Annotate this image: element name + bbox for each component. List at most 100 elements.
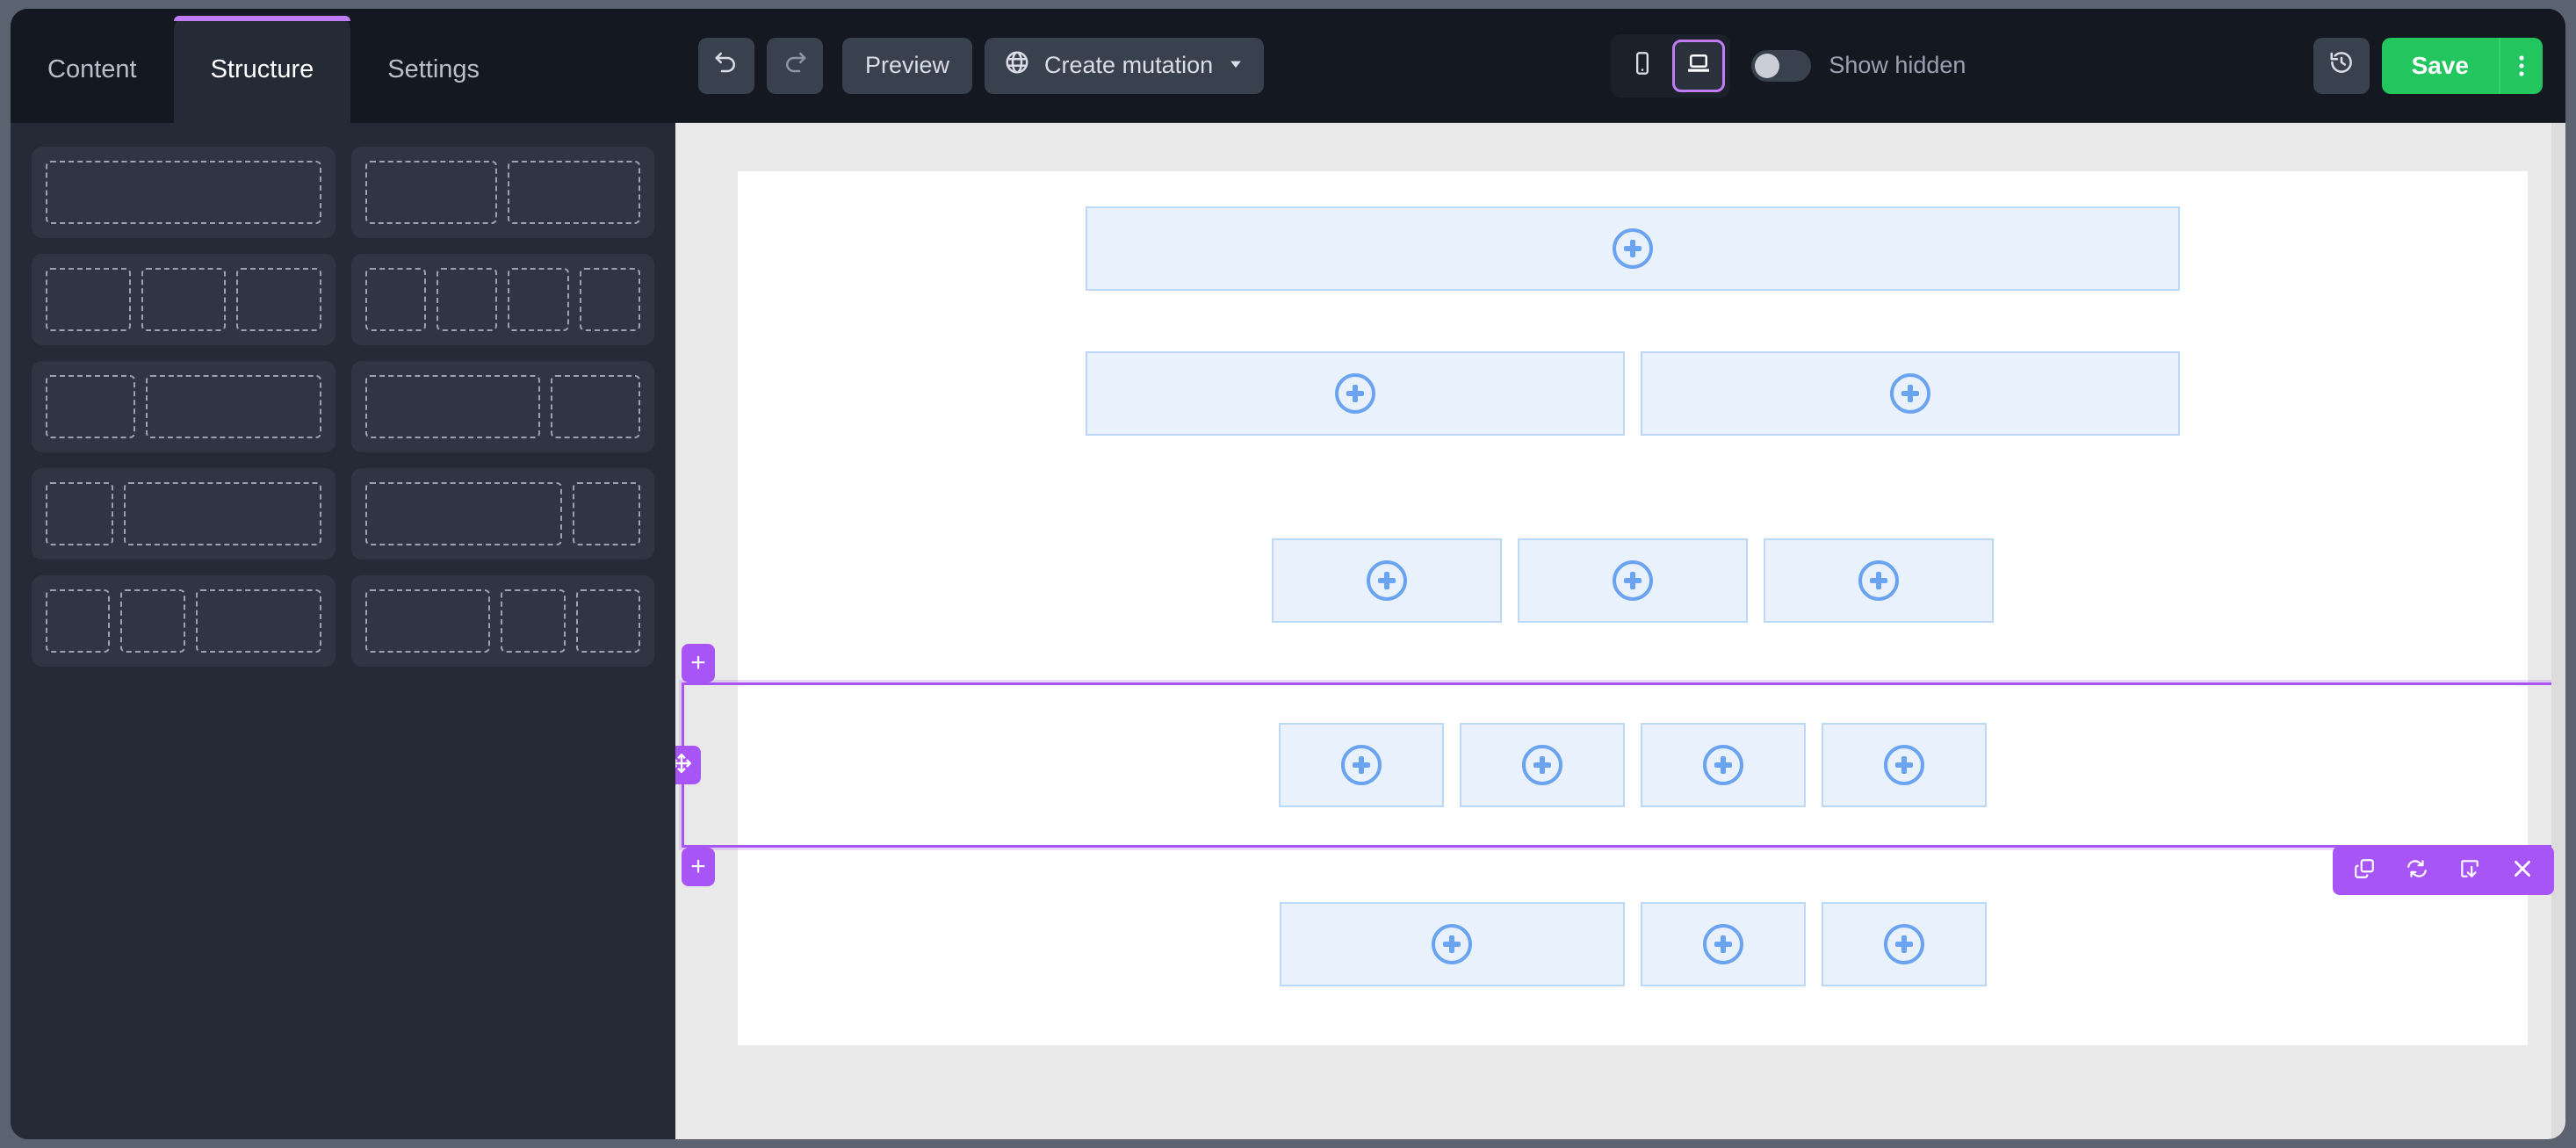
toggle-knob bbox=[1755, 53, 1780, 78]
layout-template-cell bbox=[575, 589, 640, 653]
layout-3-column-wide-narrow-narrow[interactable] bbox=[350, 575, 654, 667]
left-panel: Content Structure Settings bbox=[11, 9, 675, 1139]
dropzone[interactable] bbox=[1086, 351, 1625, 436]
layout-template-cell bbox=[364, 375, 541, 438]
dropzone[interactable] bbox=[1822, 723, 1987, 807]
tab-settings[interactable]: Settings bbox=[350, 16, 516, 123]
refresh-icon bbox=[2406, 857, 2428, 884]
plus-icon bbox=[1884, 745, 1924, 785]
plus-icon bbox=[1341, 745, 1382, 785]
redo-icon bbox=[782, 49, 808, 82]
undo-button[interactable] bbox=[698, 37, 754, 94]
plus-icon bbox=[1858, 560, 1899, 601]
save-button[interactable]: Save bbox=[2381, 37, 2544, 94]
dropzone[interactable] bbox=[1821, 902, 1987, 986]
dropzone[interactable] bbox=[1641, 351, 2180, 436]
add-row-above-handle[interactable]: + bbox=[682, 644, 715, 682]
layout-template-cell bbox=[364, 161, 498, 224]
device-desktop-button[interactable] bbox=[1672, 39, 1726, 92]
dropzone[interactable] bbox=[1764, 538, 1994, 623]
layout-2-column-narrow-wide[interactable] bbox=[32, 361, 336, 452]
page-surface[interactable]: ++ bbox=[675, 171, 2554, 1045]
tab-label: Structure bbox=[210, 54, 314, 83]
layout-template-cell bbox=[572, 482, 640, 545]
canvas-row-2[interactable] bbox=[738, 351, 2528, 436]
tab-content[interactable]: Content bbox=[11, 16, 174, 123]
dropzone[interactable] bbox=[1460, 723, 1625, 807]
show-hidden-label: Show hidden bbox=[1829, 52, 1966, 78]
create-mutation-button[interactable]: Create mutation bbox=[985, 37, 1265, 94]
layout-template-cell bbox=[145, 375, 321, 438]
duplicate-action[interactable] bbox=[2341, 848, 2387, 893]
dropzone[interactable] bbox=[1279, 902, 1625, 986]
plus-icon bbox=[1432, 924, 1472, 964]
plus-icon bbox=[1335, 373, 1375, 414]
device-toggle-group bbox=[1611, 33, 1731, 97]
layout-2-column-wide-narrow-b[interactable] bbox=[350, 468, 654, 560]
globe-icon bbox=[1004, 49, 1030, 82]
plus-icon bbox=[1702, 924, 1743, 964]
layout-template-cell bbox=[501, 589, 566, 653]
preview-label: Preview bbox=[865, 52, 950, 78]
preview-button[interactable]: Preview bbox=[842, 37, 973, 94]
tab-label: Settings bbox=[387, 54, 480, 83]
dropzone[interactable] bbox=[1272, 538, 1502, 623]
add-row-below-handle[interactable]: + bbox=[682, 848, 715, 886]
layout-3-column-equal[interactable] bbox=[32, 254, 336, 345]
layout-template-cell bbox=[141, 268, 226, 331]
history-button[interactable] bbox=[2313, 37, 2370, 94]
plus-icon: + bbox=[690, 852, 706, 881]
layout-template-cell bbox=[508, 161, 640, 224]
canvas-row-5[interactable] bbox=[738, 902, 2528, 986]
editor-canvas[interactable]: ++ bbox=[675, 123, 2565, 1139]
layout-template-cell bbox=[364, 268, 426, 331]
layout-2-column-narrow-wide-b[interactable] bbox=[32, 468, 336, 560]
canvas-row-1[interactable] bbox=[738, 206, 2528, 291]
duplicate-icon bbox=[2353, 857, 2376, 884]
canvas-row-4-selected[interactable] bbox=[738, 723, 2528, 807]
layout-template-cell bbox=[195, 589, 321, 653]
layout-template-list[interactable] bbox=[11, 123, 675, 1139]
layout-template-cell bbox=[46, 589, 111, 653]
dropzone[interactable] bbox=[1086, 206, 2180, 291]
layout-2-column-wide-narrow[interactable] bbox=[350, 361, 654, 452]
dropzone[interactable] bbox=[1641, 723, 1806, 807]
layout-4-column-equal[interactable] bbox=[350, 254, 654, 345]
layout-template-cell bbox=[364, 482, 562, 545]
layout-template-cell bbox=[579, 268, 640, 331]
layout-template-cell bbox=[364, 589, 491, 653]
app-window: Content Structure Settings Preview bbox=[11, 9, 2565, 1139]
replace-action[interactable] bbox=[2394, 848, 2440, 893]
delete-action[interactable] bbox=[2500, 848, 2545, 893]
redo-button[interactable] bbox=[767, 37, 823, 94]
tab-structure[interactable]: Structure bbox=[173, 16, 351, 123]
canvas-row-3[interactable] bbox=[738, 538, 2528, 623]
drag-move-handle[interactable] bbox=[675, 746, 701, 784]
dropzone[interactable] bbox=[1640, 902, 1806, 986]
layout-1-column[interactable] bbox=[32, 147, 336, 238]
move-icon bbox=[675, 752, 693, 779]
create-mutation-label: Create mutation bbox=[1044, 52, 1214, 78]
plus-icon bbox=[1883, 924, 1924, 964]
save-label: Save bbox=[2411, 51, 2470, 79]
dropzone[interactable] bbox=[1518, 538, 1748, 623]
layout-template-cell bbox=[46, 482, 114, 545]
canvas-scrollbar[interactable] bbox=[2551, 123, 2565, 1139]
layout-template-cell bbox=[46, 375, 135, 438]
layout-2-column-equal[interactable] bbox=[350, 147, 654, 238]
save-menu-button[interactable] bbox=[2500, 38, 2543, 94]
layout-template-cell bbox=[236, 268, 321, 331]
layout-template-cell bbox=[551, 375, 640, 438]
device-mobile-button[interactable] bbox=[1616, 40, 1669, 92]
show-hidden-toggle[interactable] bbox=[1751, 49, 1812, 82]
layout-template-cell bbox=[120, 589, 185, 653]
layout-template-cell bbox=[46, 161, 321, 224]
layout-template-cell bbox=[508, 268, 569, 331]
chevron-down-icon bbox=[1227, 52, 1245, 79]
move-to-action[interactable] bbox=[2447, 848, 2493, 893]
layout-3-column-narrow-narrow-wide[interactable] bbox=[32, 575, 336, 667]
plus-icon: + bbox=[690, 648, 706, 677]
mobile-icon bbox=[1630, 51, 1655, 80]
dropzone[interactable] bbox=[1279, 723, 1444, 807]
plus-icon bbox=[1522, 745, 1562, 785]
